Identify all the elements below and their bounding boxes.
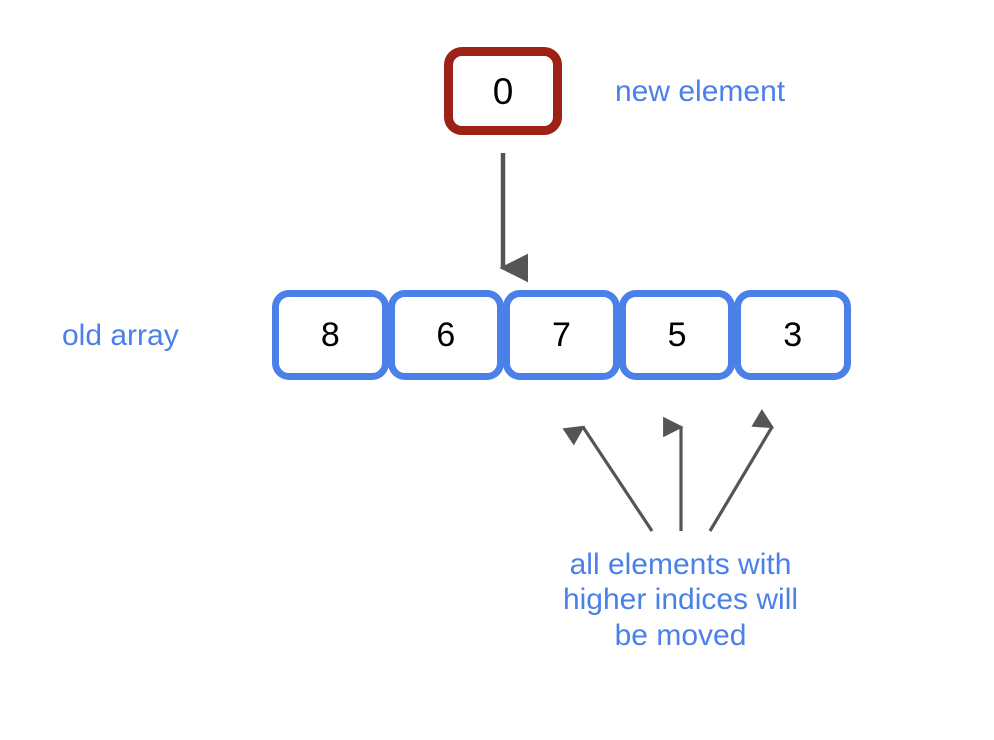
moved-caption-line-2: higher indices will <box>562 583 799 617</box>
new-element-value: 0 <box>492 70 514 112</box>
array-cell: 5 <box>618 290 736 380</box>
array-cell-value: 3 <box>783 316 803 354</box>
array-cell: 6 <box>387 290 505 380</box>
shift-arrow-right <box>708 409 775 532</box>
array-cell-value: 5 <box>667 316 687 354</box>
old-array-row: 8 6 7 5 3 <box>272 290 851 380</box>
array-cell: 7 <box>503 290 620 380</box>
array-cell-value: 8 <box>320 316 340 354</box>
moved-caption: all elements with higher indices will be… <box>508 547 853 653</box>
new-element-box: 0 <box>444 47 562 135</box>
shift-arrow-left <box>562 425 654 532</box>
array-cell: 8 <box>272 290 389 380</box>
array-cell-value: 7 <box>552 316 571 354</box>
moved-caption-line-3: be moved <box>614 618 747 652</box>
new-element-label: new element <box>615 75 786 108</box>
old-array-label: old array <box>62 319 179 352</box>
moved-caption-line-1: all elements with <box>569 548 792 581</box>
array-cell-value: 6 <box>436 316 456 354</box>
array-cell: 3 <box>734 290 851 380</box>
